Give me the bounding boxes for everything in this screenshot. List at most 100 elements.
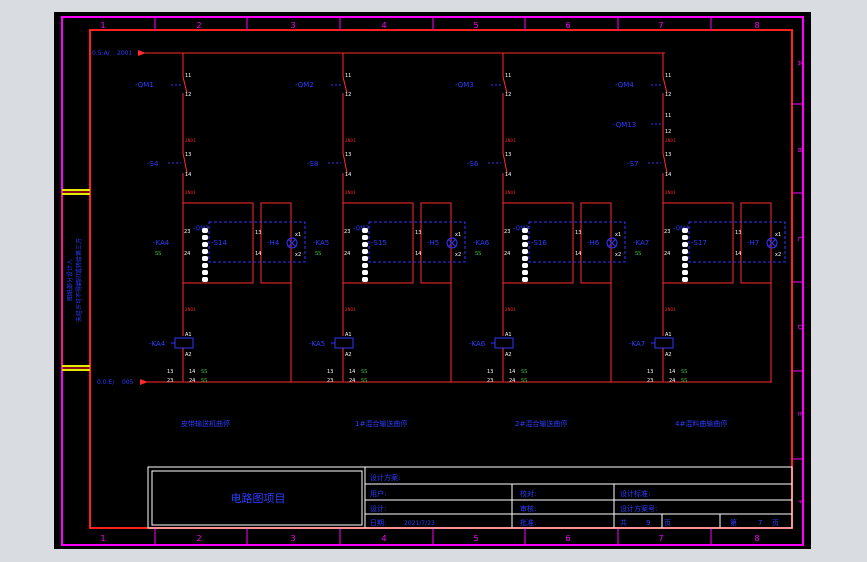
aux-label: -KA4 bbox=[153, 239, 170, 247]
wire-number: 2N01 bbox=[665, 190, 676, 195]
terminal: 11 bbox=[505, 73, 511, 79]
terminal: 14 bbox=[575, 251, 581, 257]
circuit-1: -QM111122N01-S413142N01-KA4SS-QM12324-S1… bbox=[135, 53, 306, 428]
sheet-unit: 页 bbox=[772, 519, 779, 527]
lamp-loop bbox=[662, 202, 734, 284]
wire-number: 2N01 bbox=[665, 307, 676, 312]
terminal: x1 bbox=[295, 232, 301, 238]
contact bbox=[662, 76, 668, 94]
terminal: 13 bbox=[185, 152, 191, 158]
supply-bottom-net: 005 bbox=[122, 379, 134, 386]
terminal-block bbox=[522, 270, 528, 275]
grid-row-F: F bbox=[796, 500, 804, 504]
terminal: A2 bbox=[505, 352, 512, 358]
lamp-icon bbox=[286, 237, 298, 249]
lamp-label: -H6 bbox=[587, 239, 600, 247]
fuse-label: -S8 bbox=[307, 160, 318, 168]
grid-col-bottom-8: 8 bbox=[754, 534, 759, 543]
terminal-block bbox=[362, 249, 368, 254]
grid-col-top-2: 2 bbox=[196, 21, 201, 30]
wire-number: 2N01 bbox=[665, 138, 676, 143]
terminal: 13 bbox=[575, 230, 581, 236]
date-label: 日期: bbox=[370, 519, 386, 527]
contact-note: SS bbox=[201, 369, 207, 375]
grid-col-bottom-4: 4 bbox=[381, 534, 386, 543]
terminal: 12 bbox=[185, 92, 191, 98]
terminal: 13 bbox=[327, 369, 333, 375]
coil-label: -KA7 bbox=[629, 340, 645, 348]
terminal: x1 bbox=[775, 232, 781, 238]
lamp-loop bbox=[502, 202, 574, 284]
device-dashed-box bbox=[688, 221, 786, 263]
terminal: 23 bbox=[504, 229, 510, 235]
top-device-label: -QM2 bbox=[295, 81, 314, 89]
terminal-block bbox=[362, 242, 368, 247]
terminal-block bbox=[682, 277, 688, 282]
lamp-loop-2 bbox=[260, 202, 292, 284]
grid-col-top-4: 4 bbox=[381, 21, 386, 30]
lamp-cross bbox=[287, 238, 297, 248]
grid-row-D: D bbox=[796, 324, 804, 329]
contact bbox=[342, 76, 348, 94]
wire-number: 2N01 bbox=[505, 138, 516, 143]
terminal: 13 bbox=[647, 369, 653, 375]
terminal-block bbox=[202, 263, 208, 268]
wire-number: 2N01 bbox=[505, 190, 516, 195]
review-label: 审核: bbox=[520, 504, 536, 513]
fuse-label: -S4 bbox=[147, 160, 159, 168]
terminal: 13 bbox=[255, 230, 261, 236]
terminal: 11 bbox=[345, 73, 351, 79]
terminal: 23 bbox=[647, 378, 653, 384]
terminal: 23 bbox=[344, 229, 350, 235]
terminal: 13 bbox=[487, 369, 493, 375]
grid-col-bottom-5: 5 bbox=[473, 534, 478, 543]
circuit-caption: 皮带输送机曲停 bbox=[181, 419, 230, 428]
circuit-4: -QM411122N01-QM131112-S713142N01-KA7SS-Q… bbox=[613, 53, 786, 428]
wire-number: 2N01 bbox=[185, 307, 196, 312]
circuit-2: -QM211122N01-S813142N01-KA5SS-QM22324-S1… bbox=[295, 53, 466, 428]
terminal: x1 bbox=[455, 232, 461, 238]
terminal-block bbox=[202, 249, 208, 254]
terminal: 13 bbox=[345, 152, 351, 158]
grid-col-top-6: 6 bbox=[565, 21, 570, 30]
lamp-loop bbox=[342, 202, 414, 284]
terminal: 14 bbox=[505, 172, 511, 178]
page-unit: 页 bbox=[664, 519, 671, 527]
grid-row-E: E bbox=[796, 412, 804, 416]
contact-note: SS bbox=[681, 369, 687, 375]
terminal: x2 bbox=[295, 252, 301, 258]
contact bbox=[182, 76, 188, 94]
lamp-switch-label: -S15 bbox=[371, 239, 387, 247]
wire-number: 2N01 bbox=[185, 138, 196, 143]
contact-note: SS bbox=[681, 378, 687, 384]
grid-col-top-8: 8 bbox=[754, 21, 759, 30]
side-note-line1: 图纸部分设计人 bbox=[66, 259, 74, 301]
grid-col-top-7: 7 bbox=[658, 21, 663, 30]
contact-note: SS bbox=[521, 378, 527, 384]
grid-row-C: C bbox=[796, 237, 804, 242]
device-dashed-box bbox=[208, 221, 306, 263]
terminal-block bbox=[522, 256, 528, 261]
terminal: 23 bbox=[664, 229, 670, 235]
terminal: 14 bbox=[349, 369, 355, 375]
lamp-icon bbox=[606, 237, 618, 249]
terminal: A2 bbox=[345, 352, 352, 358]
aux-note: SS bbox=[475, 251, 481, 257]
grid-col-bottom-1: 1 bbox=[100, 534, 105, 543]
device-dashed-box bbox=[368, 221, 466, 263]
wire-number: 2N01 bbox=[185, 190, 196, 195]
terminal: 11 bbox=[665, 113, 671, 119]
terminal: 14 bbox=[255, 251, 261, 257]
terminal: 14 bbox=[415, 251, 421, 257]
user-label: 用户: bbox=[370, 489, 386, 498]
lamp-label: -H4 bbox=[267, 239, 280, 247]
terminal: x2 bbox=[615, 252, 621, 258]
top-device-label: -QM1 bbox=[135, 81, 154, 89]
grid-col-top-5: 5 bbox=[473, 21, 478, 30]
bottom-rail-arrow bbox=[140, 379, 148, 385]
terminal-block bbox=[522, 249, 528, 254]
lamp-cross bbox=[447, 238, 457, 248]
terminal: 24 bbox=[349, 378, 355, 384]
top-rail-arrow bbox=[138, 50, 146, 56]
lamp-cross bbox=[607, 238, 617, 248]
